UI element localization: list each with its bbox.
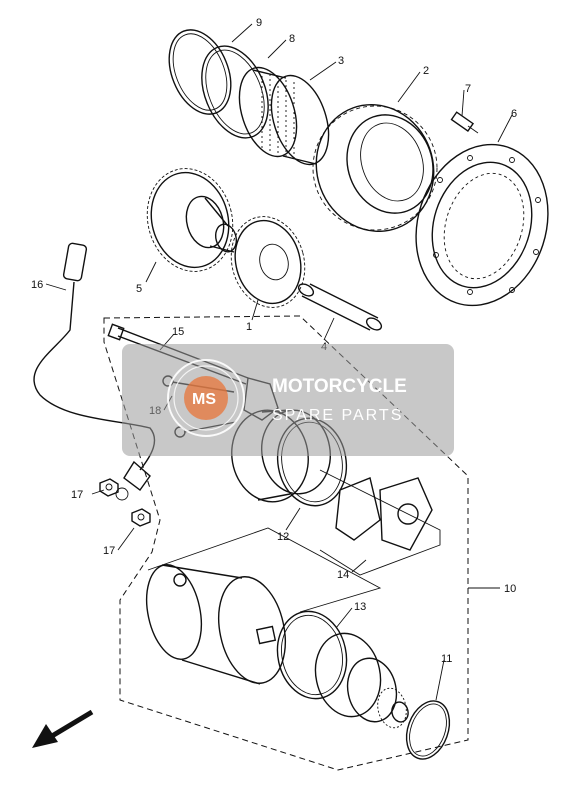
callout-11: 11	[441, 653, 452, 665]
watermark-subtitle: SPARE PARTS	[272, 407, 403, 424]
watermark: MS MOTORCYCLE SPARE PARTS	[122, 344, 454, 456]
callout-1: 1	[246, 321, 252, 333]
callout-7: 7	[465, 83, 471, 95]
part-2-large-gear	[312, 103, 438, 233]
watermark-title: MOTORCYCLE	[272, 376, 407, 397]
watermark-logo: MS	[167, 359, 245, 437]
part-11-o-ring	[405, 700, 451, 760]
part-14-brush-set	[319, 469, 441, 576]
callout-2: 2	[423, 65, 429, 77]
part-3-one-way-clutch	[238, 66, 330, 166]
part-9-circlip	[168, 29, 232, 115]
callout-9: 9	[256, 17, 262, 29]
callout-8: 8	[289, 33, 295, 45]
part-8-ring	[201, 45, 269, 139]
callout-15: 15	[172, 326, 184, 338]
front-direction-arrow-icon	[32, 709, 94, 748]
part-5-idler-gear	[146, 168, 238, 272]
watermark-logo-text: MS	[192, 391, 216, 408]
callout-14: 14	[337, 569, 349, 581]
callout-5: 5	[136, 283, 142, 295]
callout-12: 12	[277, 531, 289, 543]
part-7-bolt	[450, 111, 479, 134]
callout-17-lower: 17	[103, 545, 115, 557]
part-1-small-gear	[230, 216, 306, 308]
rear-cover-pinion	[314, 632, 409, 729]
part-6-clutch-plate	[415, 143, 549, 307]
callout-13: 13	[354, 601, 366, 613]
callout-3: 3	[338, 55, 344, 67]
part-4-shaft	[297, 283, 383, 331]
callout-17-upper: 17	[71, 489, 83, 501]
starter-motor-body	[145, 527, 382, 685]
callout-16: 16	[31, 279, 43, 291]
callout-6: 6	[511, 108, 517, 120]
callout-10: 10	[504, 583, 516, 595]
